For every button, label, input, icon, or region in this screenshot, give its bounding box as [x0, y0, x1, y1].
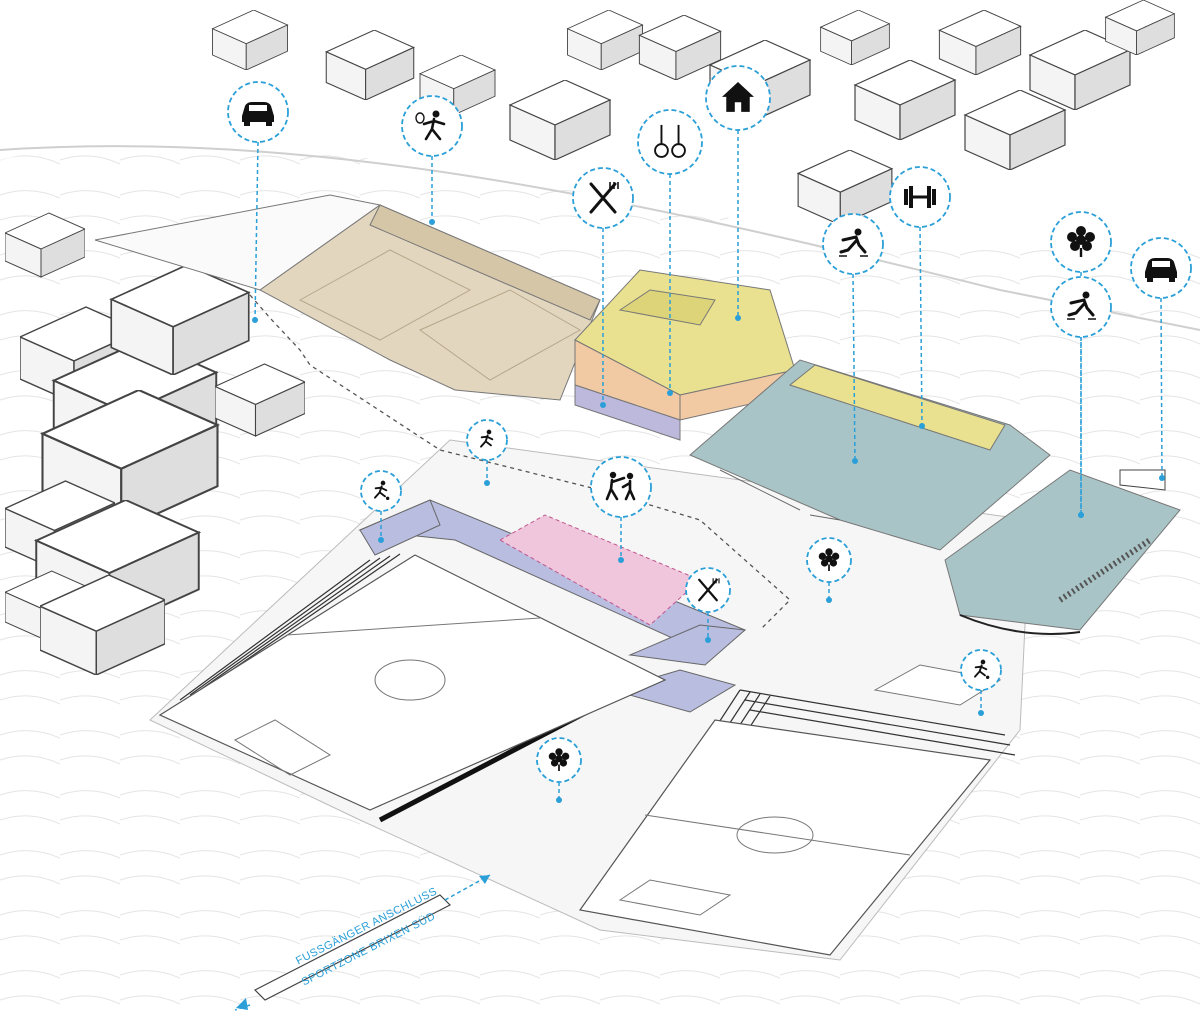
tennis-hall	[259, 204, 601, 401]
car-icon	[1145, 258, 1177, 282]
car-icon	[242, 102, 274, 126]
marker-leader-line	[919, 226, 923, 427]
ice-skater-icon	[839, 228, 868, 257]
marker-restaurant-north	[572, 167, 634, 408]
marker-ice-skating-east	[1050, 276, 1112, 518]
marker-martial-arts	[590, 456, 652, 563]
marker-anchor-dot	[735, 315, 741, 321]
tree-cluster-icon	[1067, 226, 1095, 257]
fighters-icon	[605, 471, 636, 501]
marker-anchor-dot	[600, 402, 606, 408]
ice-rink-hall	[689, 359, 1051, 551]
marker-anchor-dot	[667, 390, 673, 396]
tree-cluster-icon	[548, 748, 570, 771]
marker-gymnastics	[637, 109, 703, 396]
marker-anchor-dot	[618, 557, 624, 563]
marker-anchor-dot	[705, 637, 711, 643]
tennis-icon	[415, 110, 446, 141]
marker-tree-park	[1050, 211, 1112, 518]
marker-anchor-dot	[1159, 475, 1165, 481]
tree-cluster-icon	[818, 548, 840, 571]
marker-anchor-dot	[826, 597, 832, 603]
marker-anchor-dot	[252, 317, 258, 323]
marker-housing	[705, 65, 771, 321]
ice-skater-icon	[1067, 291, 1096, 320]
house-icon	[722, 82, 754, 112]
soccer-field-east	[578, 719, 992, 956]
soccer-player-icon	[374, 480, 390, 501]
marker-ice-rink	[822, 213, 884, 464]
soccer-field-west	[158, 554, 667, 811]
marker-anchor-dot	[484, 480, 490, 486]
marker-soccer-east	[960, 649, 1002, 716]
parking-ramp-east	[1119, 469, 1166, 491]
marker-fitness	[889, 166, 951, 429]
marker-tree-south	[536, 737, 582, 803]
soccer-player-icon	[974, 659, 990, 679]
marker-ring	[637, 109, 703, 175]
marker-restaurant-stadium	[685, 567, 731, 643]
runner-icon	[480, 429, 494, 448]
marker-parking-north	[227, 81, 289, 323]
stadium-building	[358, 499, 747, 713]
dumbbell-icon	[904, 186, 936, 208]
marker-anchor-dot	[429, 219, 435, 225]
east-ice-hall	[944, 469, 1181, 635]
site-boundary	[249, 294, 791, 631]
marker-anchor-dot	[852, 458, 858, 464]
marker-running	[466, 419, 508, 486]
marker-soccer-west	[360, 470, 402, 543]
fork-knife-icon	[589, 182, 619, 214]
marker-tennis-hall	[401, 95, 463, 225]
multi-purpose-hall	[574, 269, 796, 441]
marker-tree-central	[806, 537, 852, 603]
marker-leader-line	[852, 273, 856, 462]
marker-ring	[590, 456, 652, 518]
marker-anchor-dot	[978, 710, 984, 716]
rings-icon	[654, 124, 686, 158]
marker-anchor-dot	[1078, 512, 1084, 518]
marker-parking-east	[1130, 237, 1192, 481]
marker-anchor-dot	[919, 423, 925, 429]
marker-anchor-dot	[378, 537, 384, 543]
marker-leader-line	[254, 141, 259, 321]
marker-anchor-dot	[556, 797, 562, 803]
pedestrian-bridge	[234, 874, 491, 1011]
fork-knife-icon	[698, 578, 720, 602]
marker-layer	[227, 65, 1192, 803]
marker-leader-line	[1160, 297, 1163, 479]
